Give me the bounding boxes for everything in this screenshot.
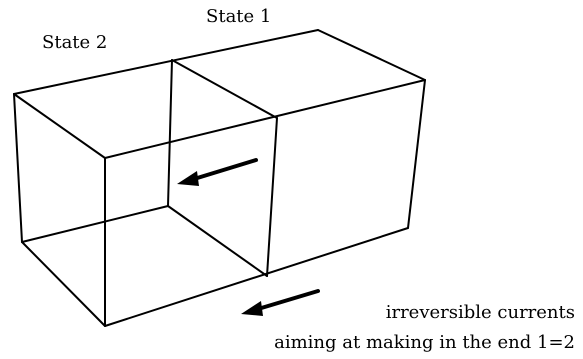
upper-flow-arrow [177,158,258,186]
lower-flow-arrow [241,289,320,316]
caption-line-1: irreversible currents [385,302,575,323]
front-top-edge [104,79,426,159]
back-top-edge [13,29,319,95]
state1-label: State 1 [206,6,272,27]
left-back-vertical-edge [13,93,23,243]
caption-line-2: aiming at making in the end 1=2 [274,332,575,353]
front-bottom-edge [104,227,409,327]
left-bottom-depth-edge [21,241,106,327]
state2-label: State 2 [42,32,108,53]
partition-front-edge [266,117,278,277]
left-top-depth-edge [13,93,106,159]
partition-top-edge [171,59,278,119]
back-right-top-edge [317,29,426,81]
partition-bottom-edge [167,205,268,277]
front-right-vertical-edge [407,79,426,229]
